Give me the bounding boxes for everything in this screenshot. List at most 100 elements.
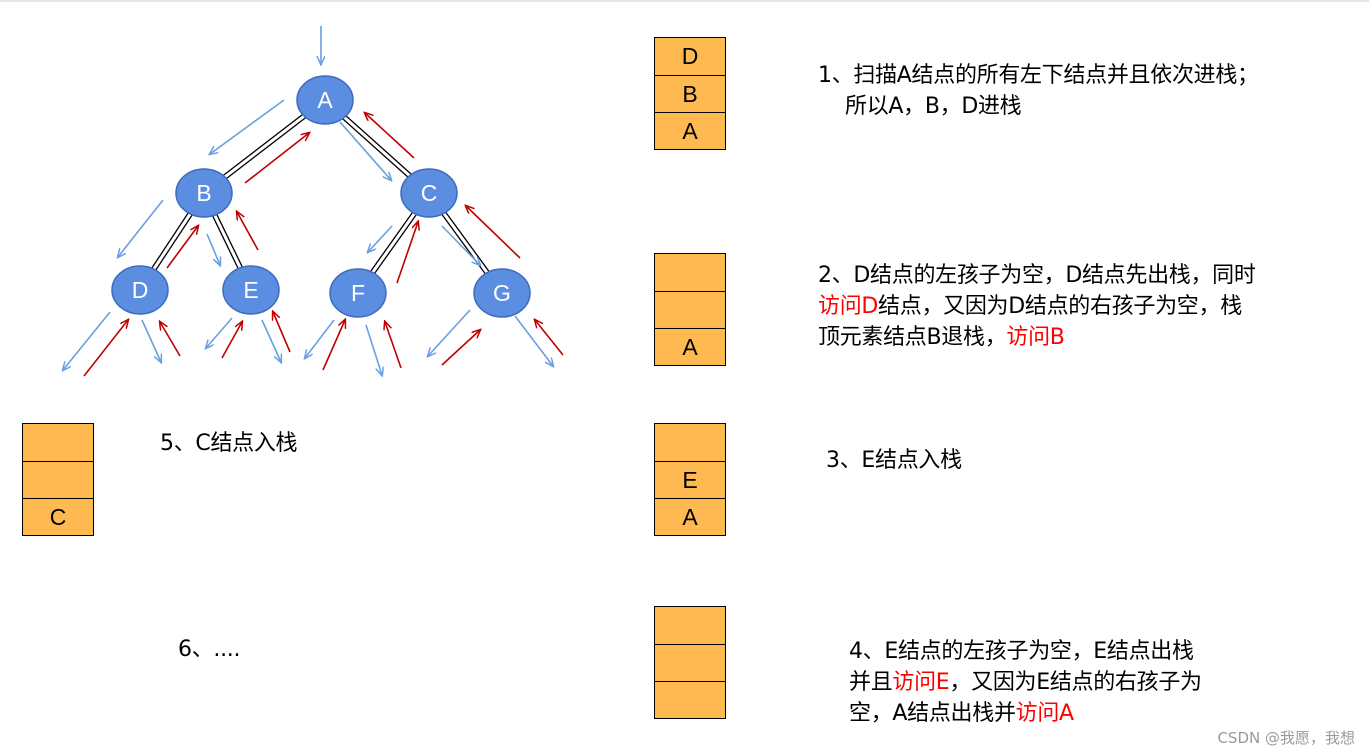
stack-step-4: [654, 606, 726, 719]
tree-node-label: A: [317, 87, 333, 113]
step-5-line: 5、C结点入栈: [160, 431, 298, 456]
stack-step-5: C: [22, 423, 94, 536]
step-4-line-1: 4、E结点的左孩子为空，E结点出栈: [849, 639, 1194, 664]
tree-node-label: D: [132, 277, 149, 303]
tree-node-label: E: [243, 277, 258, 303]
stack-cell: D: [655, 38, 725, 75]
binary-tree-diagram: A B C D E F G: [0, 26, 564, 400]
tree-node-D: D: [111, 265, 169, 315]
down-arrow-5: [206, 233, 220, 265]
stack-cell: [655, 424, 725, 461]
tree-node-circle: [296, 75, 354, 125]
step-4-line-3-text: 空，A结点出栈并: [849, 701, 1016, 726]
down-arrow-7: [441, 225, 480, 265]
tree-node-circle: [222, 265, 280, 315]
tree-node-circle: [329, 268, 387, 318]
stack-cell: [655, 681, 725, 718]
tree-node-A: A: [296, 75, 354, 125]
stack-cell: A: [655, 498, 725, 535]
stack-cell: [655, 644, 725, 681]
up-arrow-1: [244, 133, 309, 184]
step-6-text: 6、....: [178, 634, 240, 665]
up-arrow-6: [466, 206, 521, 259]
tree-node-label: G: [493, 280, 511, 306]
step-4-line-3: 空，A结点出栈并访问A: [849, 698, 1202, 729]
down-arrow-6: [368, 225, 393, 252]
step-5-text: 5、C结点入栈: [160, 428, 298, 459]
down-arrow-12: [305, 319, 335, 358]
step-4-line-2-rest: ，又因为E结点的右孩子为: [949, 670, 1202, 695]
step-1-line-2: 所以A，B，D进栈: [845, 94, 1022, 119]
tree-node-label: B: [196, 180, 211, 206]
tree-node-label: C: [421, 180, 438, 206]
down-arrow-2: [210, 99, 285, 154]
down-arrow-11: [261, 319, 281, 362]
down-arrow-4: [118, 199, 164, 257]
tree-node-label: F: [351, 280, 365, 306]
traversal-arrows: [63, 26, 564, 377]
highlight-visit-a: 访问A: [1015, 701, 1074, 726]
stack-step-3: E A: [654, 423, 726, 536]
up-arrow-13: [441, 330, 480, 366]
down-arrow-9: [141, 319, 161, 362]
down-arrow-10: [206, 317, 233, 348]
up-arrow-14: [535, 320, 564, 356]
down-arrow-3: [339, 121, 391, 180]
tree-node-G: G: [473, 268, 531, 318]
stack-step-2: A: [654, 253, 726, 366]
csdn-watermark: CSDN @我愿，我想: [1217, 729, 1355, 747]
up-arrow-4: [237, 212, 259, 251]
stack-cell: B: [655, 75, 725, 112]
stack-cell: [23, 424, 93, 461]
stack-cell: [655, 291, 725, 328]
up-arrow-10: [273, 312, 291, 353]
step-2-line-2-rest: 结点，又因为D结点的右孩子为空，栈: [878, 294, 1242, 319]
up-arrow-11: [322, 320, 345, 371]
stack-cell: A: [655, 328, 725, 365]
tree-node-C: C: [400, 168, 458, 218]
step-2-line-1: 2、D结点的左孩子为空，D结点先出栈，同时: [818, 263, 1256, 288]
down-arrow-8: [63, 311, 111, 370]
highlight-visit-e: 访问E: [892, 670, 950, 695]
step-1-line-1: 1、扫描A结点的所有左下结点并且依次进栈；: [818, 63, 1259, 88]
highlight-visit-b: 访问B: [1006, 325, 1065, 350]
step-2-text: 2、D结点的左孩子为空，D结点先出栈，同时 访问D结点，又因为D结点的右孩子为空…: [818, 260, 1256, 353]
stack-cell: A: [655, 112, 725, 149]
down-arrow-15: [514, 315, 553, 366]
up-arrow-5: [396, 222, 418, 284]
step-2-line-2: 访问D结点，又因为D结点的右孩子为空，栈: [818, 291, 1256, 322]
tree-node-circle: [175, 168, 233, 218]
step-4-line-2-text: 并且: [849, 670, 893, 695]
step-2-line-3-text: 顶元素结点B退栈，: [818, 325, 1007, 350]
tree-node-circle: [473, 268, 531, 318]
highlight-visit-d: 访问D: [818, 294, 879, 319]
step-3-text: 3、E结点入栈: [826, 445, 962, 476]
step-6-line: 6、....: [178, 637, 241, 662]
stack-cell: [655, 607, 725, 644]
tree-node-E: E: [222, 265, 280, 315]
up-arrow-7: [83, 320, 128, 377]
down-arrow-13: [365, 324, 382, 375]
up-arrow-9: [221, 322, 242, 359]
stack-cell: E: [655, 461, 725, 498]
up-arrow-12: [385, 322, 402, 369]
stack-cell: [23, 461, 93, 498]
stack-step-1: D B A: [654, 37, 726, 150]
up-arrow-2: [365, 113, 415, 159]
step-4-line-2: 并且访问E，又因为E结点的右孩子为: [849, 667, 1202, 698]
up-arrow-3: [166, 226, 198, 269]
step-4-text: 4、E结点的左孩子为空，E结点出栈 并且访问E，又因为E结点的右孩子为 空，A结…: [849, 636, 1202, 729]
tree-node-B: B: [175, 168, 233, 218]
up-arrow-8: [160, 322, 181, 357]
tree-nodes: A B C D E F G: [111, 75, 531, 318]
step-2-line-3: 顶元素结点B退栈，访问B: [818, 322, 1256, 353]
step-3-line: 3、E结点入栈: [826, 448, 962, 473]
top-border: [0, 0, 1369, 2]
tree-node-F: F: [329, 268, 387, 318]
down-arrow-14: [428, 309, 471, 356]
stack-cell: C: [23, 498, 93, 535]
tree-node-circle: [400, 168, 458, 218]
tree-node-circle: [111, 265, 169, 315]
stack-cell: [655, 254, 725, 291]
step-1-text: 1、扫描A结点的所有左下结点并且依次进栈； 所以A，B，D进栈: [818, 60, 1259, 122]
